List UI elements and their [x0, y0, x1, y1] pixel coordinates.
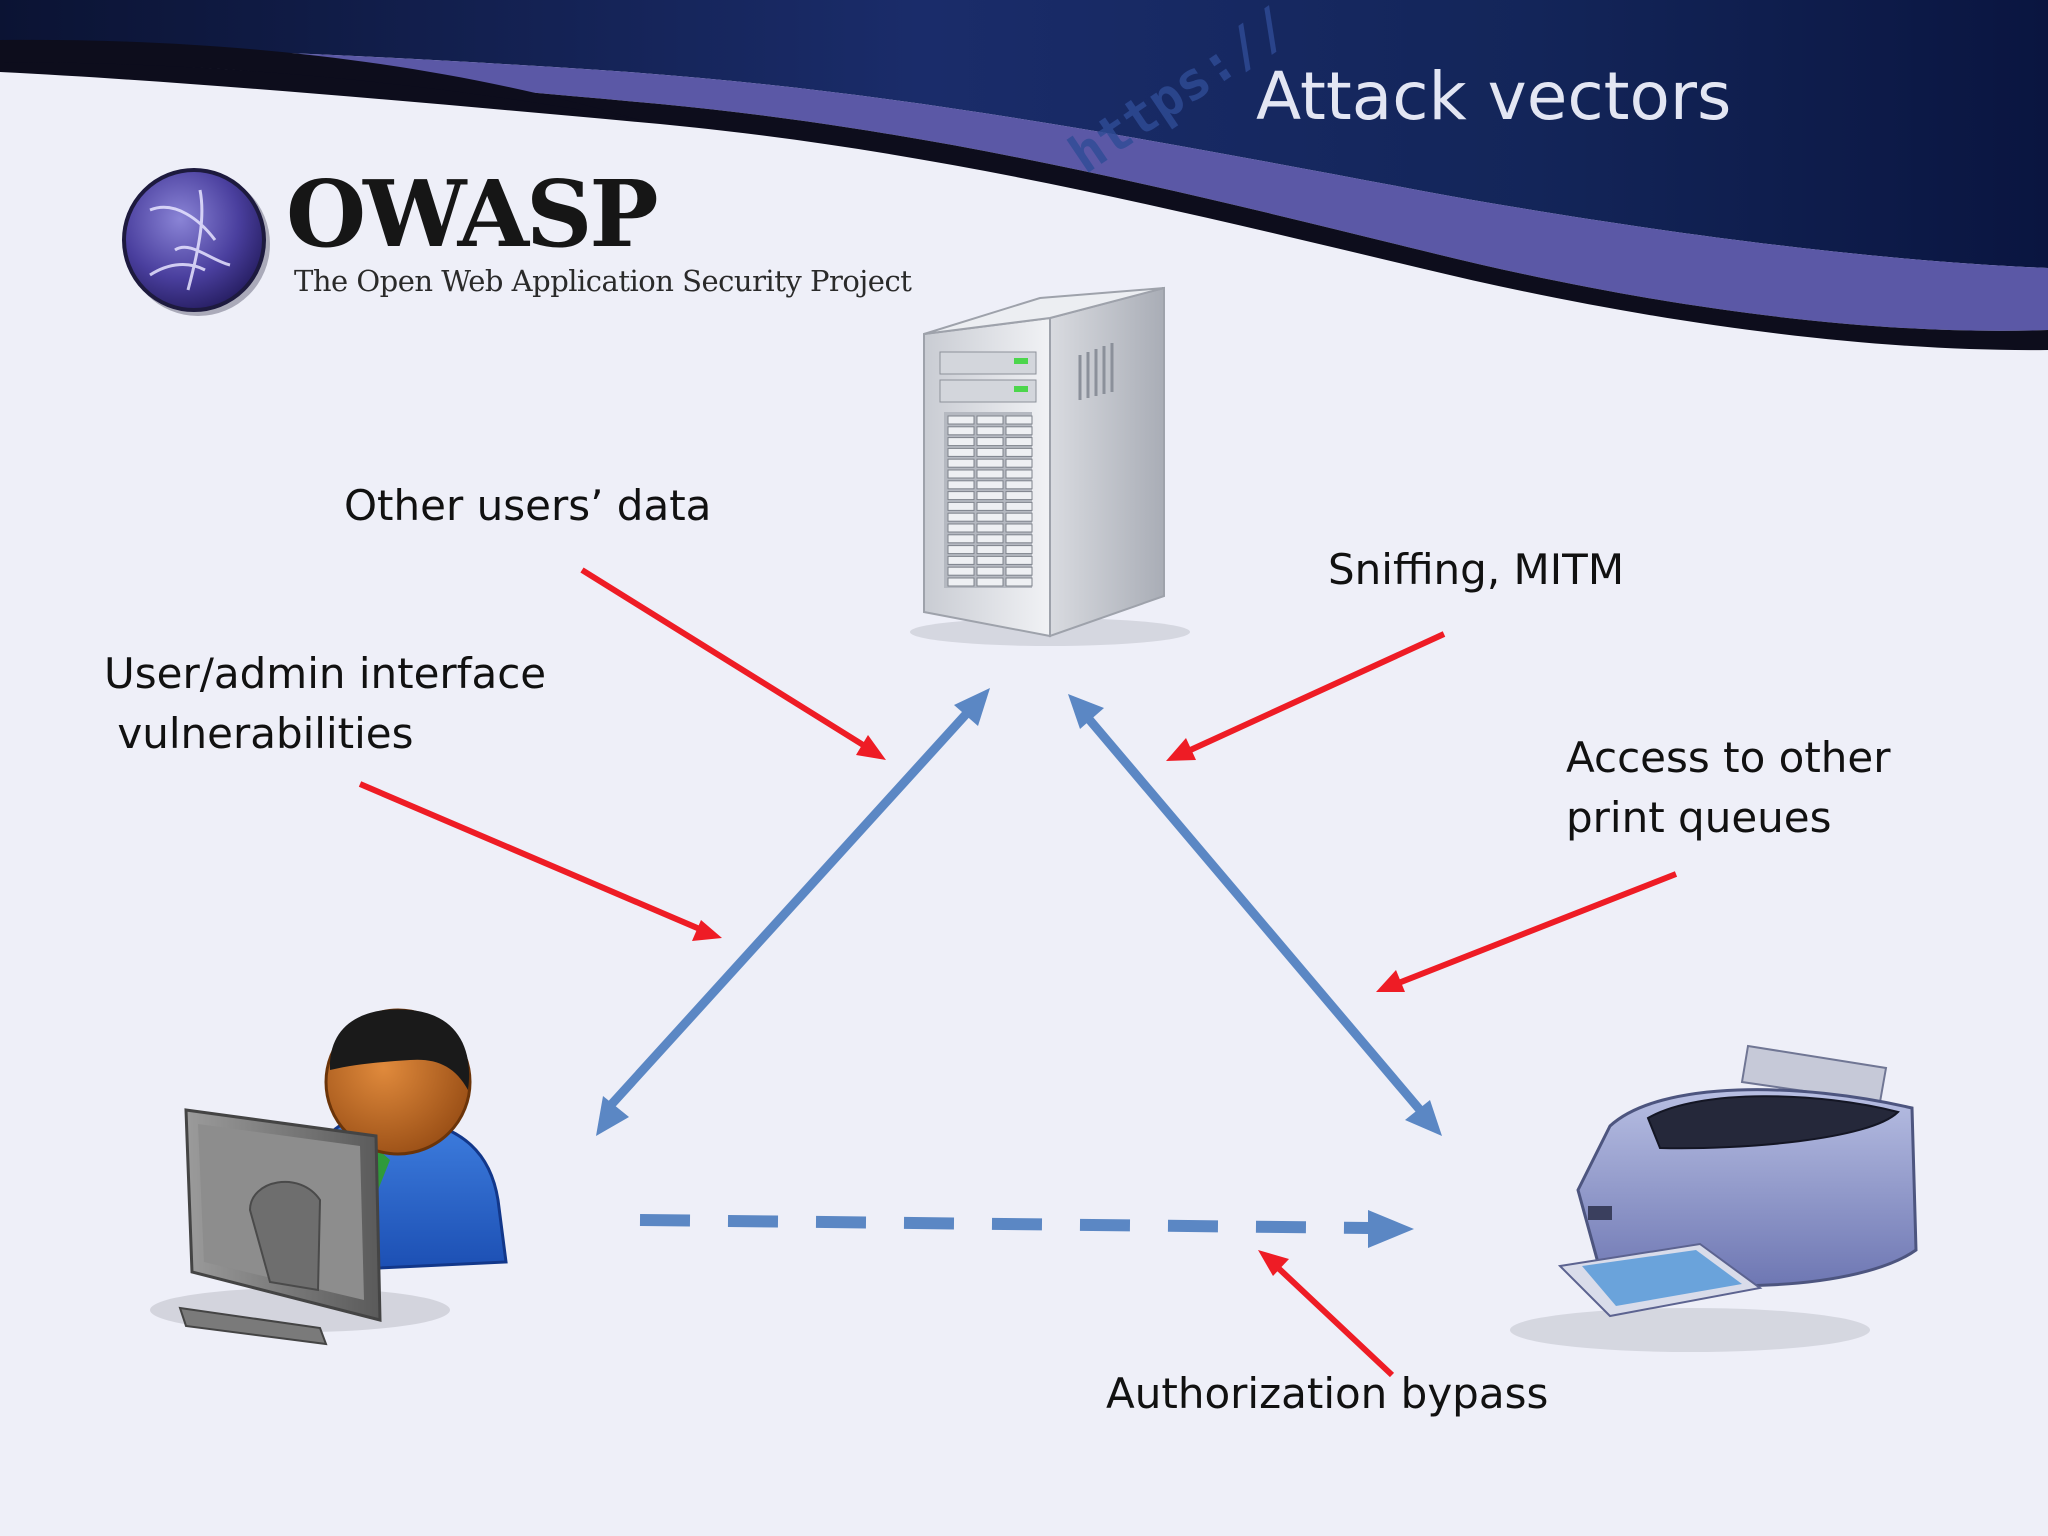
drive-bay: [976, 458, 1004, 468]
drive-bay: [976, 577, 1004, 587]
drive-bay: [947, 577, 975, 587]
attack-arrow-print-queues: [1376, 871, 1678, 992]
owasp-logo-wordmark: OWASP: [286, 160, 659, 268]
drive-bay: [976, 534, 1004, 544]
drive-bay: [976, 555, 1004, 565]
drive-bay: [976, 437, 1004, 447]
drive-bay: [1005, 577, 1033, 587]
label-other-users-data: Other users’ data: [344, 481, 712, 530]
drive-bay: [1005, 458, 1033, 468]
label-ui-vuln-line2: vulnerabilities: [104, 709, 414, 758]
drive-bay: [1005, 534, 1033, 544]
drive-bay: [1005, 437, 1033, 447]
drive-bay: [1005, 512, 1033, 522]
drive-bay: [947, 447, 975, 457]
drive-bay: [947, 534, 975, 544]
attack-arrow-ui-vuln: [358, 781, 722, 941]
connection-server-printer: [1068, 694, 1442, 1136]
label-sniffing-mitm: Sniffing, MITM: [1328, 545, 1625, 594]
header-band: https://: [0, 0, 2048, 351]
drive-bay: [976, 545, 1004, 555]
drive-bay: [947, 437, 975, 447]
slide-title: Attack vectors: [1256, 58, 1732, 135]
drive-bay: [976, 491, 1004, 501]
drive-bay: [947, 512, 975, 522]
drive-bay: [1005, 469, 1033, 479]
label-ui-vuln-line1: User/admin interface: [104, 649, 547, 698]
drive-bay: [1005, 415, 1033, 425]
attack-arrow-sniffing: [1166, 631, 1446, 761]
label-authorization-bypass: Authorization bypass: [1106, 1369, 1549, 1418]
drive-bay: [1005, 491, 1033, 501]
drive-bay: [976, 415, 1004, 425]
drive-bay: [1005, 555, 1033, 565]
label-ui-vulnerabilities: User/admin interface vulnerabilities: [104, 644, 546, 764]
drive-bay: [1005, 426, 1033, 436]
drive-bay: [947, 458, 975, 468]
drive-bay: [947, 491, 975, 501]
drive-bay: [976, 566, 1004, 576]
drive-bay: [1005, 566, 1033, 576]
drive-bay: [947, 469, 975, 479]
label-print-queues-line2: print queues: [1566, 793, 1832, 842]
drive-bay: [976, 501, 1004, 511]
drive-bay: [947, 480, 975, 490]
drive-bay: [947, 415, 975, 425]
drive-bay: [947, 555, 975, 565]
drive-bay: [976, 523, 1004, 533]
drive-bay: [1005, 447, 1033, 457]
drive-bay: [947, 523, 975, 533]
drive-bay: [1005, 480, 1033, 490]
owasp-logo-tagline: The Open Web Application Security Projec…: [294, 264, 912, 298]
drive-bay: [947, 426, 975, 436]
attack-arrow-other-users-data: [580, 567, 886, 760]
drive-bay: [1005, 501, 1033, 511]
drive-bay: [1005, 545, 1033, 555]
drive-bay: [1005, 523, 1033, 533]
label-print-queues: Access to other print queues: [1566, 728, 1891, 848]
drive-bay: [976, 426, 1004, 436]
connection-user-server: [596, 688, 990, 1136]
drive-bay: [947, 501, 975, 511]
connection-user-printer-dashed: [639, 1210, 1414, 1248]
user-at-computer-icon: [150, 1008, 508, 1346]
printer-icon: [1510, 1044, 1918, 1352]
drive-bay: [976, 469, 1004, 479]
drive-bay: [947, 545, 975, 555]
attack-arrow-auth-bypass: [1258, 1250, 1395, 1378]
server-drive-bays: [947, 415, 1033, 587]
label-print-queues-line1: Access to other: [1566, 733, 1891, 782]
drive-bay: [976, 480, 1004, 490]
owasp-globe-icon: [122, 168, 270, 316]
drive-bay: [976, 512, 1004, 522]
server-icon: [910, 286, 1190, 646]
drive-bay: [947, 566, 975, 576]
drive-bay: [976, 447, 1004, 457]
